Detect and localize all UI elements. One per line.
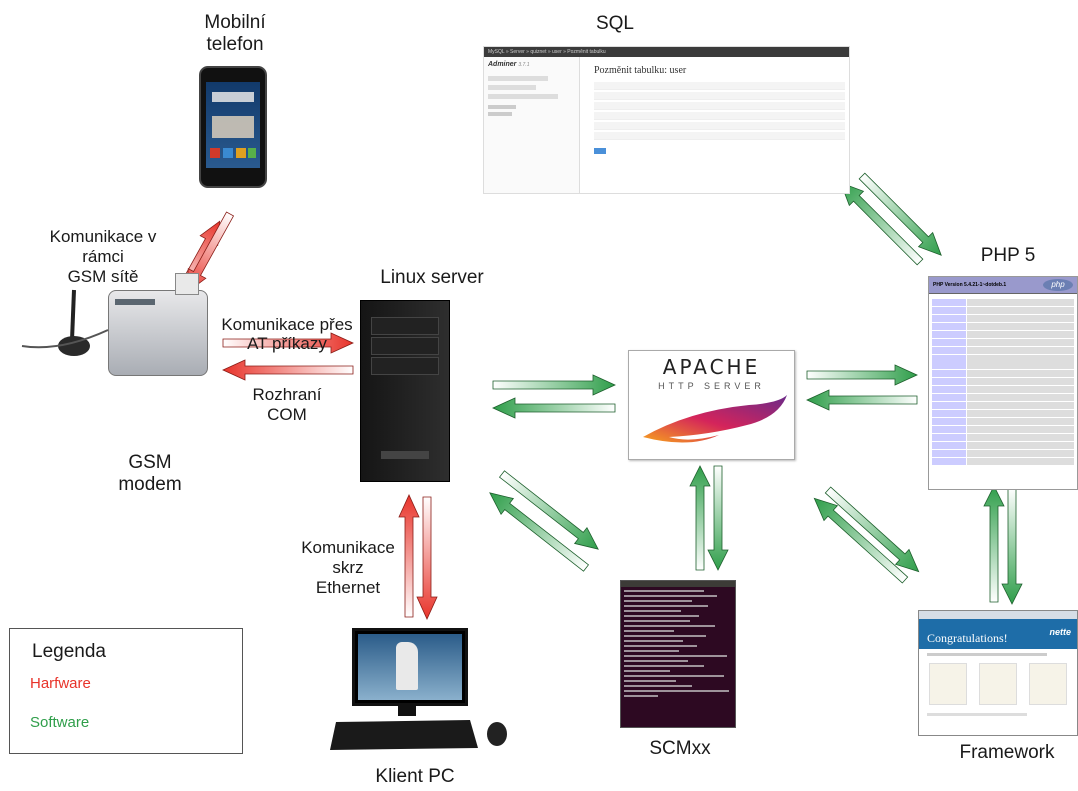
arrow-php-to-framework xyxy=(1001,487,1023,605)
adminer-main: Pozměnit tabulku: user xyxy=(586,59,845,193)
arrow-scmxx-to-apache xyxy=(689,465,711,571)
arrow-apache-to-php xyxy=(806,364,918,386)
legend-box: Legenda Harfware Software xyxy=(9,628,243,754)
apache-http-server-logo: APACHE HTTP SERVER xyxy=(628,350,795,460)
apache-title: APACHE xyxy=(662,355,761,379)
arrow-apache-to-scmxx xyxy=(707,465,729,571)
adminer-topbar: MySQL » Server » quiznet » user » Pozměn… xyxy=(484,47,849,57)
label-client-pc: Klient PC xyxy=(375,766,455,787)
adminer-sql-screenshot: MySQL » Server » quiznet » user » Pozměn… xyxy=(483,46,850,194)
label-gsm-modem: GSM modem xyxy=(118,452,182,495)
arrow-framework-to-php xyxy=(983,485,1005,603)
arrow-modem-to-server xyxy=(222,332,354,354)
php-logo: php xyxy=(1043,279,1073,291)
monitor-screen xyxy=(358,634,462,700)
label-sql: SQL xyxy=(595,13,635,34)
label-php5: PHP 5 xyxy=(980,245,1036,266)
adminer-sidebar: Adminer 3.7.1 xyxy=(484,57,580,193)
label-gsm-communication: Komunikace v rámci GSM sítě xyxy=(49,227,157,286)
label-linux-server: Linux server xyxy=(380,267,484,288)
label-com-interface: Rozhraní COM xyxy=(252,385,322,424)
arrow-php-to-sql xyxy=(840,182,924,266)
label-mobile-phone: Mobilní telefon xyxy=(204,12,266,55)
linux-server-image xyxy=(360,300,450,482)
gsm-modem-image xyxy=(108,273,208,376)
apache-feather-icon xyxy=(643,395,787,443)
adminer-version: 3.7.1 xyxy=(518,62,530,68)
nette-framework-screenshot: Congratulations! nette xyxy=(918,610,1078,736)
arrow-sql-to-php xyxy=(858,172,942,256)
arrow-pc-to-server xyxy=(398,494,420,618)
nette-heading: Congratulations! xyxy=(919,619,1077,649)
nette-logo: nette xyxy=(1049,627,1071,637)
arrow-server-to-apache xyxy=(492,374,616,396)
legend-title: Legenda xyxy=(32,641,106,662)
arrow-scmxx-to-server xyxy=(489,492,590,572)
arrow-framework-to-apache xyxy=(813,497,909,584)
label-ethernet-communication: Komunikace skrz Ethernet xyxy=(301,538,395,597)
apache-subtitle: HTTP SERVER xyxy=(658,381,765,391)
client-pc-monitor-image xyxy=(352,628,468,706)
arrow-apache-to-server xyxy=(492,397,616,419)
arrow-server-to-scmxx xyxy=(498,470,599,550)
legend-hardware-label: Harfware xyxy=(30,675,91,692)
phone-screen xyxy=(206,82,260,168)
arrow-php-to-apache xyxy=(806,389,918,411)
arrow-server-to-pc xyxy=(416,496,438,620)
phpinfo-heading: PHP Version 5.4.21-1~dotdeb.1 xyxy=(929,277,1077,294)
scmxx-terminal-screenshot xyxy=(620,580,736,728)
label-at-communication: Komunikace přes AT příkazy xyxy=(221,315,353,353)
adminer-app-name: Adminer xyxy=(488,61,517,68)
legend-software-label: Software xyxy=(30,714,90,731)
mobile-phone-image xyxy=(199,66,267,188)
arrow-server-to-modem xyxy=(222,359,354,381)
arrow-apache-to-framework xyxy=(824,486,920,573)
adminer-heading: Pozměnit tabulku: user xyxy=(594,65,687,76)
label-scmxx: SCMxx xyxy=(649,738,711,759)
phpinfo-screenshot: PHP Version 5.4.21-1~dotdeb.1 php xyxy=(928,276,1078,490)
label-framework: Framework xyxy=(959,742,1055,763)
